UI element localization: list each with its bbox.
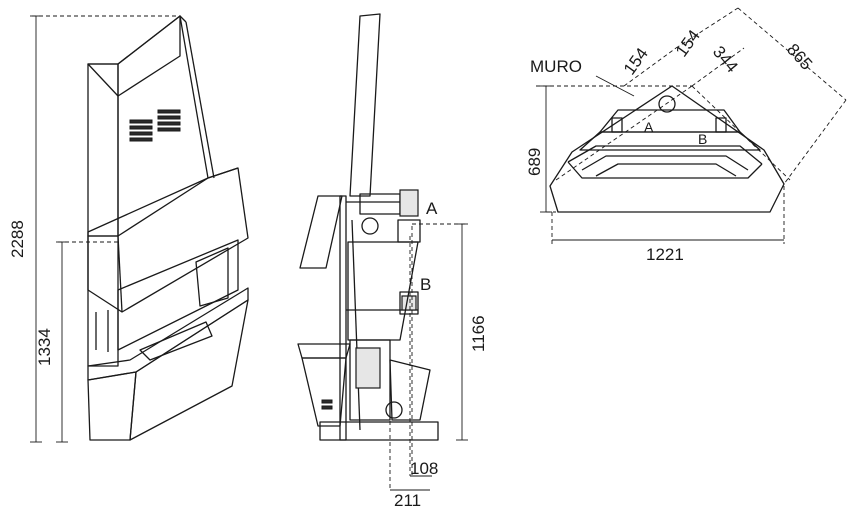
dim-firebox-height: 1334	[35, 328, 54, 366]
dim-offset-lines	[389, 226, 432, 491]
dim-total-height: 2288	[8, 220, 27, 258]
wall-lines	[536, 7, 847, 185]
dim-depth: 689	[525, 148, 544, 176]
dim-wall-offset-1: 154	[620, 44, 652, 78]
dim-total-height-line	[30, 15, 180, 443]
side-view: A B 1166 108 211	[297, 13, 488, 508]
plan-hearth	[549, 85, 785, 213]
dim-width: 1221	[646, 245, 684, 264]
firebox	[87, 235, 239, 367]
wall-label: MURO	[530, 57, 582, 76]
dim-width-line	[551, 186, 785, 244]
dim-wall-offset-2: 154	[672, 26, 704, 60]
side-frame	[339, 195, 418, 441]
plan-view: MURO A B 154 154	[525, 7, 847, 264]
front-view: 2288 1334	[8, 15, 249, 443]
vent-grille	[129, 109, 181, 142]
dim-offset-large: 211	[394, 491, 421, 508]
hearth	[87, 287, 249, 441]
connection-a	[359, 189, 421, 243]
plan-label-b: B	[698, 131, 707, 147]
hood-canopy	[87, 167, 249, 313]
connection-b-label: B	[420, 275, 431, 294]
dim-depth-line	[540, 85, 556, 213]
flue-outlet-circle	[658, 95, 676, 113]
dim-side: 344	[709, 42, 742, 76]
dim-outlet-height: 1166	[469, 315, 488, 352]
dim-outlet-height-line	[412, 223, 468, 441]
plan-label-a: A	[644, 119, 654, 135]
side-body	[297, 241, 439, 441]
connection-a-label: A	[426, 199, 438, 218]
dim-diagonal: 865	[783, 40, 816, 74]
dim-firebox-height-line	[56, 241, 120, 443]
connection-b	[399, 291, 419, 315]
side-flue-panel	[299, 13, 381, 269]
dim-offset-small: 108	[410, 459, 438, 478]
